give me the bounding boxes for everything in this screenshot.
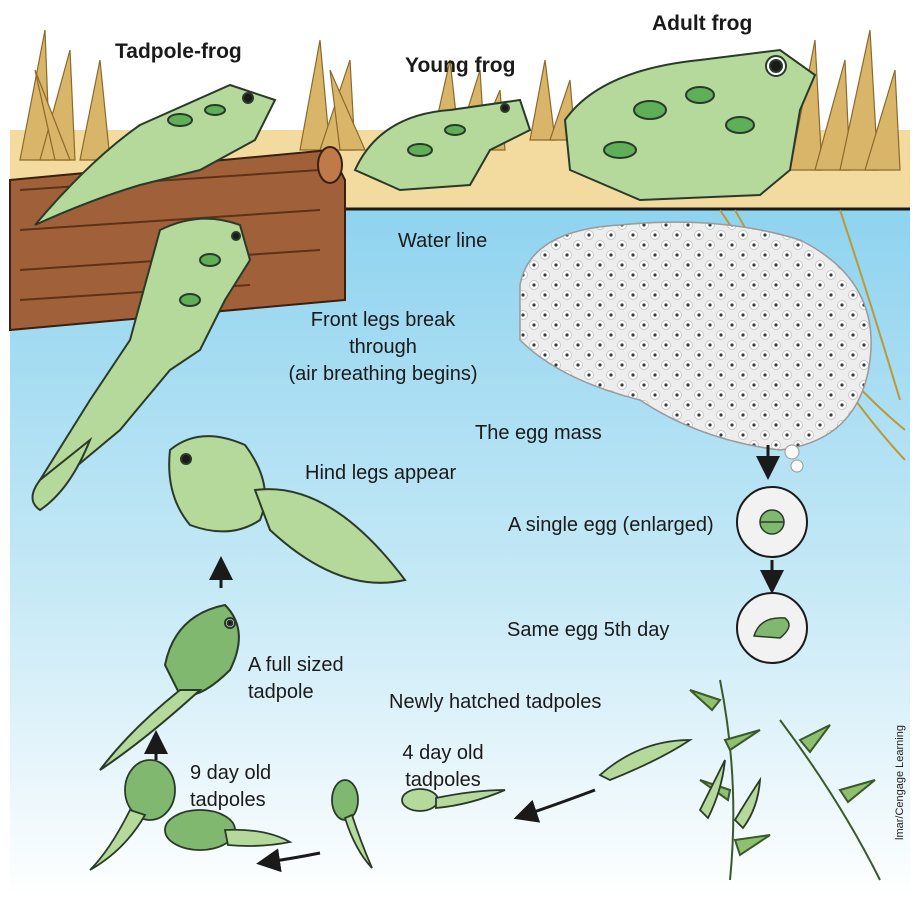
label-nine-day: 9 day old tadpoles: [190, 760, 271, 814]
label-adult-frog: Adult frog: [652, 10, 752, 37]
image-credit: lmar/Cengage Learning: [893, 640, 907, 840]
label-nine-day-line1: 9 day old: [190, 760, 271, 787]
label-front-legs: Front legs break through (air breathing …: [243, 307, 523, 388]
adult-frog-figure: [565, 50, 815, 200]
label-egg-mass: The egg mass: [475, 420, 602, 447]
egg-day5-figure: [737, 593, 807, 663]
single-egg-figure: [737, 487, 807, 557]
label-hind-legs: Hind legs appear: [305, 460, 456, 487]
label-full-tadpole-line1: A full sized: [248, 652, 344, 679]
label-front-legs-line3: (air breathing begins): [243, 361, 523, 388]
label-newly-hatched: Newly hatched tadpoles: [389, 689, 601, 716]
label-single-egg: A single egg (enlarged): [508, 512, 714, 539]
loose-egg: [785, 445, 799, 459]
loose-egg: [791, 460, 803, 472]
label-front-legs-line1: Front legs break: [243, 307, 523, 334]
label-full-tadpole: A full sized tadpole: [248, 652, 344, 706]
label-four-day-line2: tadpoles: [378, 767, 508, 794]
label-same-egg: Same egg 5th day: [507, 617, 669, 644]
label-tadpole-frog: Tadpole-frog: [115, 38, 242, 65]
label-nine-day-line2: tadpoles: [190, 787, 271, 814]
label-water-line: Water line: [398, 228, 487, 255]
label-four-day-line1: 4 day old: [378, 740, 508, 767]
label-young-frog: Young frog: [405, 52, 515, 79]
label-four-day: 4 day old tadpoles: [378, 740, 508, 794]
label-full-tadpole-line2: tadpole: [248, 679, 344, 706]
label-front-legs-line2: through: [243, 334, 523, 361]
